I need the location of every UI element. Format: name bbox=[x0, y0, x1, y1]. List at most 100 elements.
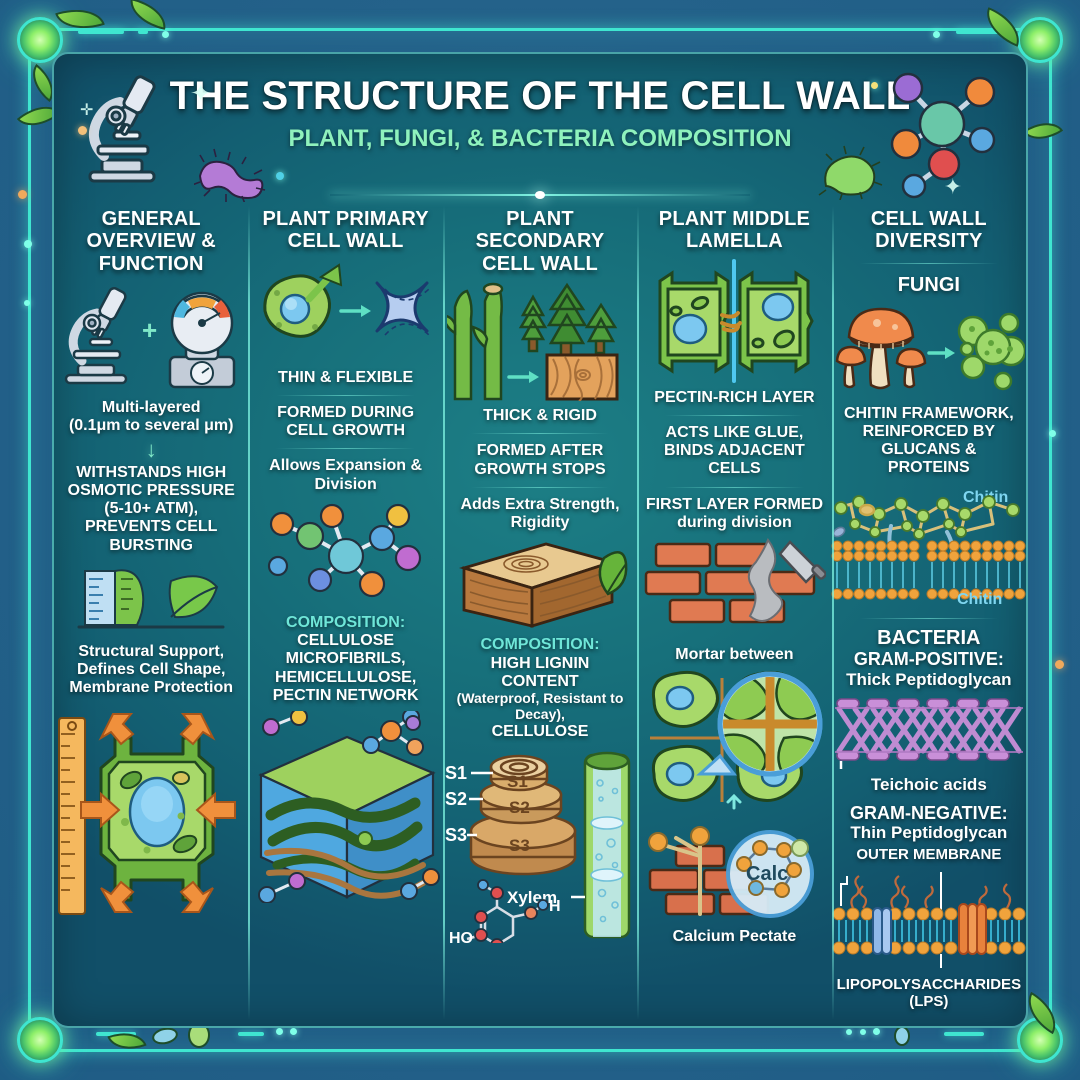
round-cell-to-angular-cell-icon bbox=[257, 259, 435, 363]
leaf-icon bbox=[107, 1024, 147, 1058]
column-general-overview: GENERAL OVERVIEW & FUNCTION bbox=[54, 202, 248, 1026]
text-teichoic-acids: Teichoic acids bbox=[870, 775, 987, 795]
text-multi-layered: Multi-layered bbox=[101, 399, 201, 417]
molecule-icon bbox=[258, 500, 434, 608]
mushroom-to-yeast-cells-icon bbox=[833, 303, 1025, 399]
glow-dot-icon bbox=[276, 172, 284, 180]
text-divider bbox=[665, 415, 804, 417]
edge-dash-icon bbox=[944, 1032, 984, 1036]
text-divider bbox=[470, 433, 610, 435]
text-composition-label: COMPOSITION: bbox=[286, 613, 406, 631]
text-first-layer-formed: FIRST LAYER FORMED bbox=[645, 495, 824, 513]
bamboo-trees-wood-icon bbox=[447, 281, 633, 402]
cellulose-microfibril-block-icon bbox=[251, 711, 441, 904]
four-cells-magnifier-icon bbox=[642, 670, 826, 810]
ho-label: HO bbox=[449, 930, 473, 943]
section-heading-fungi: FUNGI bbox=[897, 273, 960, 296]
column-title: PLANT PRIMARY CELL WALL bbox=[262, 208, 429, 253]
two-joined-cells-icon bbox=[642, 258, 826, 383]
peptidoglycan-mesh-icon bbox=[833, 695, 1025, 770]
chitin-membrane-bilayer-icon: Chitin bbox=[831, 484, 1026, 604]
corner-node-bottom-left bbox=[17, 1017, 63, 1063]
edge-dot-icon bbox=[276, 1028, 283, 1035]
bacteria-icon bbox=[194, 148, 266, 202]
glow-dot-icon bbox=[18, 190, 27, 199]
brick-mortar-trowel-icon bbox=[642, 538, 827, 640]
page-title: THE STRUCTURE OF THE CELL WALL bbox=[169, 74, 911, 118]
text-allows-expansion: Allows Expansion & Division bbox=[269, 457, 423, 493]
text-thickness-range: (0.1μm to several μm) bbox=[68, 417, 234, 435]
text-structural-support: Structural Support, Defines Cell Shape, … bbox=[69, 642, 233, 697]
text-divider bbox=[470, 486, 610, 488]
text-formed-during-growth: FORMED DURING CELL GROWTH bbox=[277, 404, 415, 440]
leaf-icon bbox=[125, 0, 171, 30]
glow-dot-icon bbox=[78, 126, 87, 135]
edge-dot-icon bbox=[24, 240, 32, 248]
s2-label: S2 bbox=[445, 789, 467, 809]
column-secondary-cell-wall: PLANT SECONDARY CELL WALL bbox=[442, 202, 637, 1026]
text-gram-positive: GRAM-POSITIVE: bbox=[853, 649, 1004, 670]
column-middle-lamella: PLANT MIDDLE LAMELLA bbox=[637, 202, 831, 1026]
glow-dot-icon bbox=[871, 82, 878, 89]
page-subtitle: PLANT, FUNGI, & BACTERIA COMPOSITION bbox=[288, 125, 792, 152]
microbe-icon bbox=[894, 1026, 910, 1046]
sparkle-icon: ✦ bbox=[943, 174, 962, 199]
edge-dot-icon bbox=[846, 1029, 852, 1035]
column-primary-cell-wall: PLANT PRIMARY CELL WALL THIN & FLEXIBLE bbox=[248, 202, 442, 1026]
s3-inner-label: S3 bbox=[509, 836, 530, 855]
text-during-division: during division bbox=[677, 513, 792, 531]
text-formed-after-growth: FORMED AFTER GROWTH STOPS bbox=[474, 442, 606, 478]
edge-dot-icon bbox=[162, 31, 169, 38]
molecule-icon bbox=[890, 72, 996, 199]
microscope-icon bbox=[88, 75, 156, 183]
text-lipopolysaccharides: LIPOPOLYSACCHARIDES (LPS) bbox=[836, 975, 1022, 1010]
column-title: CELL WALL DIVERSITY bbox=[870, 208, 987, 253]
column-title: GENERAL OVERVIEW & FUNCTION bbox=[86, 208, 216, 275]
infographic-panel: ✦ ✛ bbox=[52, 52, 1028, 1028]
sparkle-icon: ✦ bbox=[190, 78, 212, 108]
h-label: H bbox=[549, 898, 561, 915]
text-composition-label: COMPOSITION: bbox=[480, 636, 600, 654]
s2-inner-label: S2 bbox=[509, 798, 530, 817]
text-thin-flexible: THIN & FLEXIBLE bbox=[278, 368, 414, 386]
text-divider bbox=[665, 486, 804, 488]
text-high-lignin: HIGH LIGNIN CONTENT bbox=[490, 654, 590, 690]
text-divider bbox=[276, 395, 415, 397]
text-acts-like-glue: ACTS LIKE GLUE, BINDS ADJACENT CELLS bbox=[664, 424, 805, 478]
text-adds-strength: Adds Extra Strength, Rigidity bbox=[460, 495, 620, 532]
text-cellulose: CELLULOSE bbox=[491, 722, 589, 740]
text-chitin-framework: CHITIN FRAMEWORK, REINFORCED BY GLUCANS … bbox=[843, 404, 1014, 477]
edge-dot-icon bbox=[290, 1028, 297, 1035]
glow-dot-icon bbox=[1055, 660, 1064, 669]
text-pectin-rich-layer: PECTIN-RICH LAYER bbox=[654, 388, 815, 406]
s1-label: S1 bbox=[445, 763, 467, 783]
edge-dash-icon bbox=[238, 1032, 264, 1036]
section-divider bbox=[859, 617, 999, 619]
bacteria-icon bbox=[818, 145, 883, 200]
section-heading-bacteria: BACTERIA bbox=[877, 626, 981, 649]
text-thick-rigid: THICK & RIGID bbox=[483, 407, 597, 425]
text-calcium-pectate: Calcium Pectate bbox=[672, 928, 797, 946]
header: ✦ ✛ bbox=[54, 54, 1026, 202]
edge-dot-icon bbox=[24, 300, 30, 306]
text-gram-negative: GRAM-NEGATIVE: bbox=[849, 802, 1008, 823]
microscope-plus-gauge-icon: + bbox=[58, 281, 244, 393]
header-divider bbox=[330, 194, 750, 196]
ruler-leaf-icon bbox=[71, 561, 231, 637]
column-cell-wall-diversity: CELL WALL DIVERSITY FUNGI bbox=[831, 202, 1026, 1026]
wood-block-leaf-icon bbox=[450, 538, 630, 630]
edge-dot-icon bbox=[1049, 430, 1056, 437]
corner-node-top-left bbox=[17, 17, 63, 63]
text-divider bbox=[276, 448, 415, 450]
svg-text:+: + bbox=[142, 315, 157, 345]
gram-negative-membrane-icon bbox=[831, 870, 1026, 970]
text-waterproof-note: (Waterproof, Resistant to Decay), bbox=[456, 690, 624, 722]
edge-dash-icon bbox=[956, 30, 1002, 34]
section-divider bbox=[859, 262, 999, 264]
sparkle-icon: ✛ bbox=[80, 102, 94, 119]
ruler-plant-cell-arrows-icon bbox=[54, 704, 249, 918]
edge-dash-icon bbox=[78, 30, 124, 34]
s-layers-diagram-icon: S1 S2 S3 S1 S2 S3 bbox=[445, 747, 635, 944]
chitin-label-bottom: Chitin bbox=[957, 591, 1002, 604]
edge-dot-icon bbox=[873, 1028, 880, 1035]
